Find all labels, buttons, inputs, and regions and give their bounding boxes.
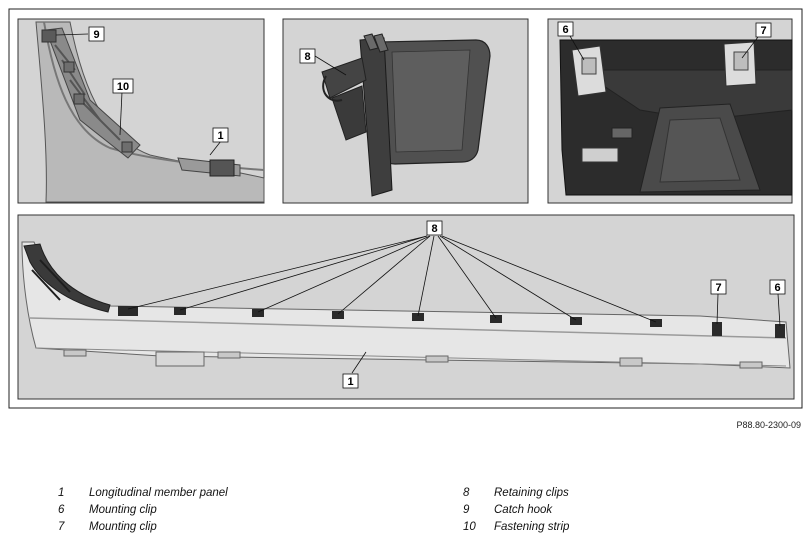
detail-panel-mounting-clips: 6 7 [547,18,793,204]
legend-number: 10 [463,520,476,533]
callout-7-overview: 7 [715,282,721,294]
legend-number: 9 [463,503,470,516]
callout-9: 9 [93,29,99,41]
callout-1-detail: 1 [217,130,223,142]
legend-item: 7 Mounting clip [58,518,228,535]
legend-number: 8 [463,486,470,499]
callout-8-detail: 8 [304,51,310,63]
legend-text: Mounting clip [89,520,157,533]
legend-item: 9 Catch hook [463,501,569,518]
callout-1-overview: 1 [347,376,353,388]
legend-left: 1 Longitudinal member panel 6 Mounting c… [58,484,228,535]
legend-number: 1 [58,486,65,499]
callout-7-detail: 7 [760,25,766,37]
detail-panel-retaining-clip: 8 [282,18,529,204]
callout-8-overview: 8 [431,223,437,235]
overview-panel: 8 7 6 1 [17,214,795,400]
legend-right: 8 Retaining clips 9 Catch hook 10 Fasten… [463,484,569,535]
callout-6-detail: 6 [562,24,568,36]
legend-text: Longitudinal member panel [89,486,228,499]
legend-text: Retaining clips [494,486,569,499]
callout-10: 10 [117,81,129,93]
legend-item: 10 Fastening strip [463,518,569,535]
legend-number: 7 [58,520,65,533]
exploded-diagram: 9 10 1 8 [8,8,803,409]
legend-text: Mounting clip [89,503,157,516]
detail-panel-catch-hook: 9 10 1 [17,18,265,204]
legend-number: 6 [58,503,65,516]
legend-item: 1 Longitudinal member panel [58,484,228,501]
figure-reference: P88.80-2300-09 [736,420,801,430]
legend-text: Catch hook [494,503,553,516]
callout-6-overview: 6 [774,282,780,294]
legend-item: 6 Mounting clip [58,501,228,518]
legend-text: Fastening strip [494,520,570,533]
legend-item: 8 Retaining clips [463,484,569,501]
